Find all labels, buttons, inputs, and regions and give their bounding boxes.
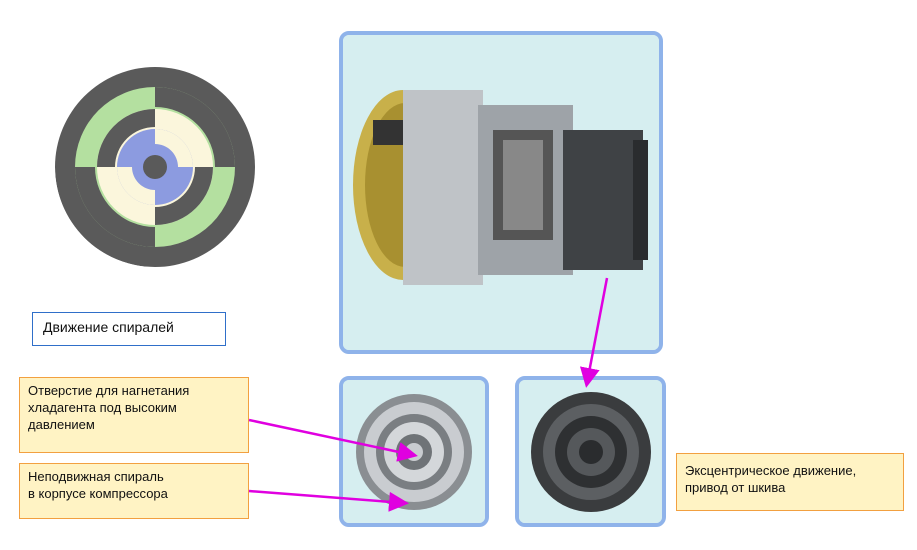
discharge-hole-line-3: давлением — [28, 417, 95, 432]
discharge-hole-line-1: Отверстие для нагнетания — [28, 383, 190, 398]
eccentric-motion-label: Эксцентрическое движение, привод от шкив… — [676, 453, 904, 511]
compressor-illustration — [343, 35, 659, 350]
fixed-spiral-label: Неподвижная спираль в корпусе компрессор… — [19, 463, 249, 519]
scroll-spiral-diagram — [50, 67, 255, 275]
orbiting-spiral-illustration — [519, 380, 662, 523]
discharge-hole-arrow — [248, 418, 418, 462]
orbiting-spiral-photo-panel — [515, 376, 666, 527]
fixed-spiral-line-2: в корпусе компрессора — [28, 486, 168, 501]
compressor-photo-panel — [339, 31, 663, 354]
discharge-hole-label: Отверстие для нагнетания хладагента под … — [19, 377, 249, 453]
eccentric-motion-arrow — [579, 277, 609, 388]
eccentric-motion-line-1: Эксцентрическое движение, — [685, 463, 857, 478]
fixed-spiral-arrow — [248, 489, 409, 512]
discharge-hole-line-2: хладагента под высоким — [28, 400, 177, 415]
fixed-spiral-line-1: Неподвижная спираль — [28, 469, 164, 484]
eccentric-motion-line-2: привод от шкива — [685, 480, 786, 495]
spiral-motion-label: Движение спиралей — [32, 312, 226, 346]
